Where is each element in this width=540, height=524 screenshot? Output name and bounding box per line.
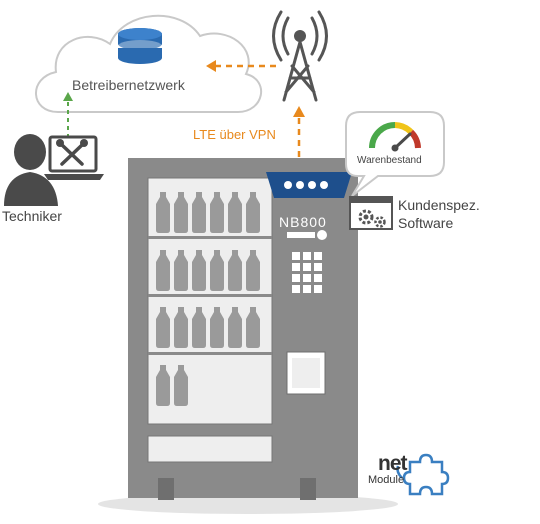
brand-module: Module <box>368 474 405 486</box>
database-icon <box>118 28 162 64</box>
tower-to-cloud-link <box>206 60 276 72</box>
cell-tower-icon <box>272 10 328 102</box>
router-icon <box>266 172 352 198</box>
gauge-icon <box>369 122 421 152</box>
cloud-operator-network <box>35 14 263 113</box>
gauge-label: Warenbestand <box>357 155 422 166</box>
software-label-line2: Software <box>398 215 454 231</box>
software-gears-icon <box>349 196 393 230</box>
device-label: NB800 <box>279 214 327 230</box>
keypad <box>292 252 322 293</box>
router-to-tower-link <box>293 106 305 168</box>
connection-label: LTE über VPN <box>193 127 276 142</box>
tools-icon <box>56 139 88 166</box>
technician-to-cloud-link <box>63 92 73 138</box>
brand-net: net <box>378 452 407 475</box>
technician-label: Techniker <box>2 208 62 224</box>
technician-icon <box>4 134 58 206</box>
puzzle-icon <box>396 453 450 496</box>
cloud-label: Betreibernetzwerk <box>72 77 185 93</box>
software-label-line1: Kundenspez. <box>398 197 480 213</box>
gauge-bubble <box>345 111 445 197</box>
